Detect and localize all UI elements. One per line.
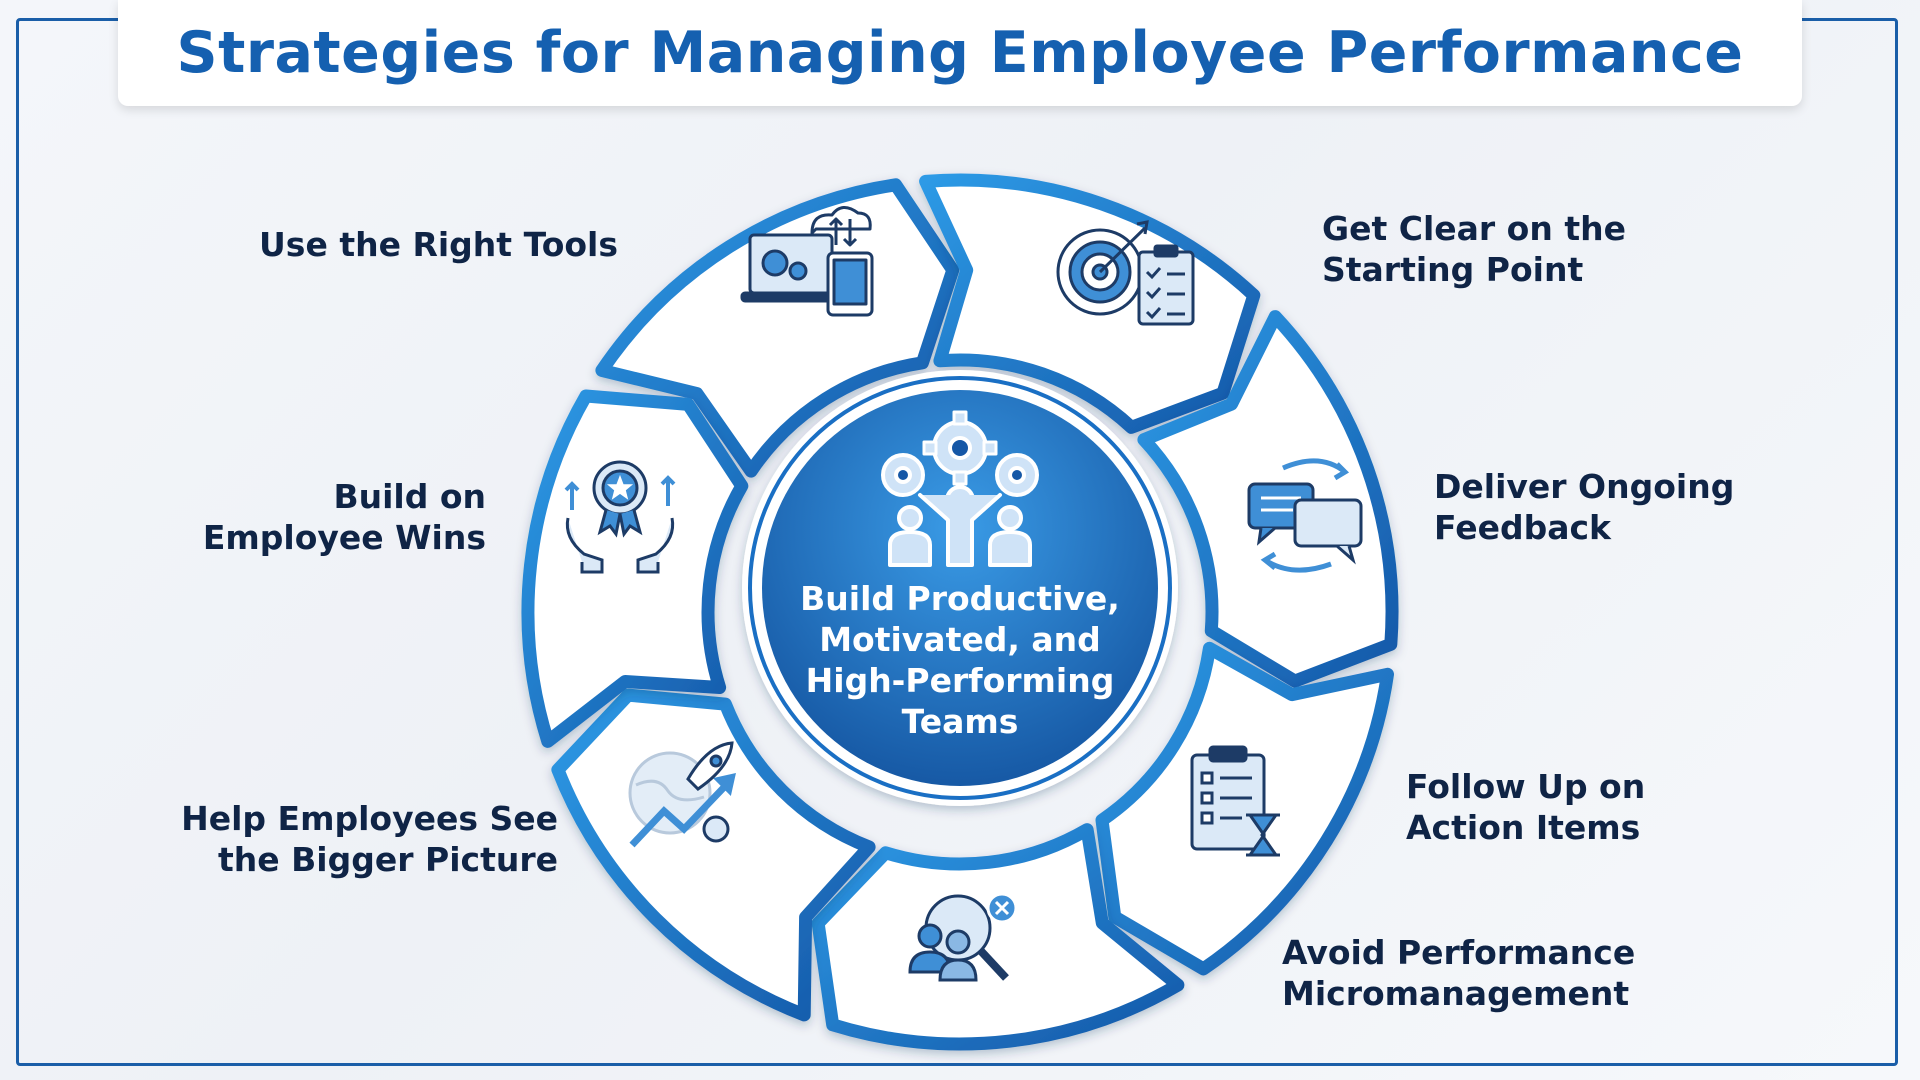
- arrow-segment-wins: [521, 389, 749, 748]
- step-label-line: Avoid Performance: [1282, 933, 1636, 972]
- step-label-line: Feedback: [1434, 508, 1611, 547]
- title-banner: Strategies for Managing Employee Perform…: [118, 0, 1802, 106]
- center-hub-label: Build Productive, Motivated, and High-Pe…: [755, 578, 1165, 742]
- center-line: Build Productive,: [800, 579, 1120, 618]
- step-label-right-tools: Use the Right Tools: [200, 224, 618, 265]
- step-label-line: Deliver Ongoing: [1434, 467, 1735, 506]
- step-label-line: Build on: [333, 477, 486, 516]
- step-label-line: Help Employees See: [181, 799, 558, 838]
- step-label-line: Micromanagement: [1282, 974, 1630, 1013]
- center-hub: [742, 370, 1178, 806]
- center-line: Motivated, and: [819, 620, 1101, 659]
- globe-rocket-icon: [628, 741, 736, 848]
- page-title: Strategies for Managing Employee Perform…: [176, 20, 1744, 86]
- chat-feedback-icon: [1247, 458, 1363, 573]
- center-line: Teams: [901, 702, 1019, 741]
- step-label-line: Get Clear on the: [1322, 209, 1626, 248]
- team-gears-icon: [881, 410, 1039, 567]
- step-label-action-items: Follow Up on Action Items: [1406, 766, 1645, 848]
- step-label-line: Starting Point: [1322, 250, 1584, 289]
- step-label-starting-point: Get Clear on the Starting Point: [1322, 208, 1626, 290]
- step-label-line: Follow Up on: [1406, 767, 1646, 806]
- award-hands-icon: [564, 460, 676, 574]
- step-label-line: Use the Right Tools: [259, 225, 618, 264]
- step-label-micromanagement: Avoid Performance Micromanagement: [1282, 932, 1635, 1014]
- arrow-segment-micromanagement: [811, 823, 1185, 1051]
- step-label-line: Employee Wins: [202, 518, 486, 557]
- devices-cloud-icon: [740, 206, 874, 317]
- step-label-line: the Bigger Picture: [218, 840, 558, 879]
- center-line: High-Performing: [805, 661, 1115, 700]
- step-label-bigger-picture: Help Employees See the Bigger Picture: [140, 798, 558, 880]
- magnifier-people-icon: [908, 892, 1018, 982]
- step-label-employee-wins: Build on Employee Wins: [140, 476, 486, 558]
- step-label-ongoing-feedback: Deliver Ongoing Feedback: [1434, 466, 1734, 548]
- clipboard-hourglass-icon: [1190, 745, 1280, 857]
- target-checklist-icon: [1056, 220, 1195, 326]
- step-label-line: Action Items: [1406, 808, 1641, 847]
